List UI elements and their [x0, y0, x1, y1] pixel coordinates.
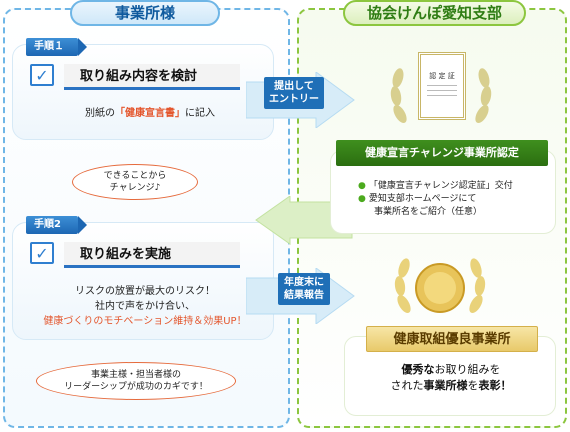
- excellent-line2-bold2: 表彰: [478, 379, 501, 392]
- entry-label: 提出して エントリー: [264, 77, 324, 109]
- excellent-line1-bold: 優秀な: [401, 363, 435, 376]
- step1-title: 取り組み内容を検討: [64, 64, 240, 90]
- challenge-item: ●「健康宣言チャレンジ認定証」交付: [358, 181, 513, 191]
- checkbox-icon: ✓: [30, 64, 54, 86]
- challenge-item-2: 愛知支部ホームページにて: [368, 194, 477, 204]
- step2-panel: [12, 222, 274, 340]
- excellent-ribbon: 健康取組優良事業所: [366, 326, 538, 352]
- step1-note-highlight: 「健康宣言書」: [115, 108, 185, 119]
- bubble1-line2: チャレンジ♪: [109, 183, 161, 193]
- challenge-item-cont: 事業所名をご紹介（任意）: [374, 207, 483, 217]
- association-header: 協会けんぽ愛知支部: [343, 0, 526, 26]
- step1-tag: 手順１: [26, 38, 87, 56]
- step2-text: リスクの放置が最大のリスク！ 社内で声をかけ合い、 健康づくりのモチベーション維…: [20, 284, 270, 329]
- excellent-line2-end: ！: [500, 379, 512, 392]
- challenge-item-1: 「健康宣言チャレンジ認定証」交付: [368, 181, 513, 191]
- step2-title: 取り組みを実施: [64, 242, 240, 268]
- laurel-icon: [390, 68, 492, 124]
- challenge-item: ●愛知支部ホームページにて: [358, 194, 477, 204]
- excellent-line1: 優秀なお取り組みを: [350, 362, 552, 378]
- report-label: 年度末に 結果報告: [278, 273, 330, 305]
- step1-note: 別紙の「健康宣言書」に記入: [40, 106, 260, 121]
- checkbox-icon: ✓: [30, 242, 54, 264]
- arrow2-line1: 年度末に: [284, 277, 324, 288]
- excellent-line2: された事業所様を表彰！: [350, 378, 552, 394]
- bubble1-line1: できることから: [103, 171, 167, 181]
- arrow1-line1: 提出して: [274, 81, 314, 92]
- step2-line3: 健康づくりのモチベーション維持＆効果UP！: [43, 316, 247, 327]
- bubble2-line1: 事業主様・担当者様の: [90, 370, 181, 380]
- challenge-ribbon: 健康宣言チャレンジ事業所認定: [336, 140, 548, 166]
- step2-tag: 手順2: [26, 216, 87, 234]
- step1-panel: [12, 44, 274, 140]
- excellent-line2-bold: 事業所様: [423, 379, 468, 392]
- excellent-line2-mid: を: [467, 379, 479, 392]
- business-header: 事業所様: [70, 0, 220, 26]
- leadership-bubble: 事業主様・担当者様の リーダーシップが成功のカギです！: [36, 362, 236, 400]
- step2-line2: 社内で声をかけ合い、: [95, 301, 195, 312]
- return-arrow: [255, 196, 353, 245]
- step1-note-before: 別紙の: [85, 108, 115, 119]
- excellent-text: 優秀なお取り組みを された事業所様を表彰！: [350, 362, 552, 394]
- encourage-bubble: できることから チャレンジ♪: [72, 164, 198, 200]
- excellent-line1-rest: お取り組みを: [434, 363, 501, 376]
- medal-icon: [394, 258, 486, 314]
- arrow2-line2: 結果報告: [284, 290, 324, 301]
- challenge-list: ●「健康宣言チャレンジ認定証」交付 ●愛知支部ホームページにて 事業所名をご紹介…: [358, 180, 554, 219]
- arrow1-line2: エントリー: [269, 94, 319, 105]
- certificate-icon: 認 定 証: [418, 52, 466, 120]
- bubble2-line2: リーダーシップが成功のカギです！: [64, 382, 208, 392]
- excellent-line2-pre: された: [390, 379, 424, 392]
- step2-line1: リスクの放置が最大のリスク！: [75, 286, 215, 297]
- step1-note-after: に記入: [185, 108, 215, 119]
- certificate-title: 認 定 証: [429, 72, 455, 80]
